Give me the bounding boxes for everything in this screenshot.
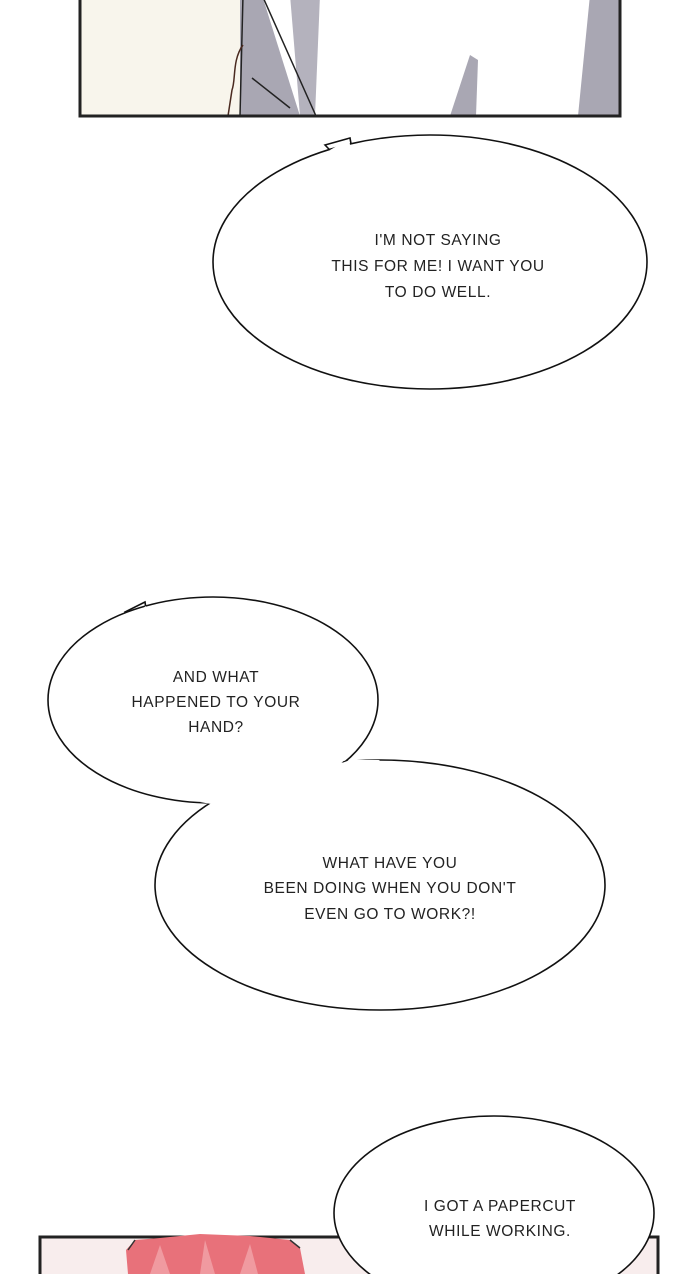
bubble-2-line-1: AND WHAT (173, 669, 259, 686)
bubble-3-line-2: BEEN DOING WHEN YOU DON'T (264, 880, 517, 897)
bubble-2-line-3: HAND? (188, 719, 244, 736)
bubble-3-line-1: WHAT HAVE YOU (323, 855, 458, 872)
bubble-2-line-2: HAPPENED TO YOUR (132, 694, 301, 711)
top-panel (78, 0, 622, 118)
bubble-1-line-1: I'M NOT SAYING (374, 232, 501, 249)
bubble-1-line-2: THIS FOR ME! I WANT YOU (331, 258, 544, 275)
speech-bubble-1: I'M NOT SAYING THIS FOR ME! I WANT YOU T… (212, 134, 648, 390)
speech-bubble-2-3: AND WHAT HAPPENED TO YOUR HAND? WHAT HAV… (47, 596, 606, 1011)
bubble-4-line-1: I GOT A PAPERCUT (424, 1198, 576, 1215)
bubble-1-line-3: TO DO WELL. (385, 284, 491, 301)
bubble-3-line-3: EVEN GO TO WORK?! (304, 906, 476, 923)
speech-bubble-4: I GOT A PAPERCUT WHILE WORKING. (333, 1115, 655, 1274)
bubble-4-line-2: WHILE WORKING. (429, 1223, 571, 1240)
